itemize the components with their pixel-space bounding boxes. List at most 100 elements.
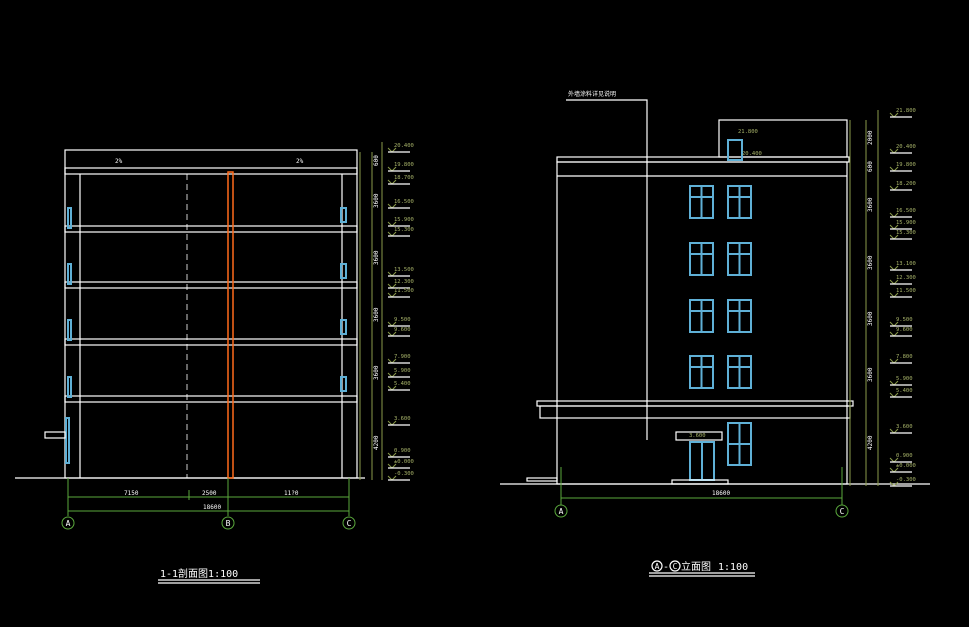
level-mark: 9.600 (889, 327, 913, 337)
window (727, 299, 752, 333)
level-label: 9.600 (394, 327, 411, 333)
level-mark: 20.400 (889, 144, 916, 154)
axis-bubble-b: B (221, 516, 235, 530)
level-label: 3.600 (896, 424, 913, 430)
level-mark: 13.100 (889, 261, 916, 271)
story-dim-label: 600 (373, 155, 380, 166)
svg-text:A: A (559, 507, 564, 516)
level-label: 20.400 (896, 144, 916, 150)
level-mark: 18.700 (387, 175, 414, 185)
window (689, 299, 714, 333)
floor-slabs (64, 167, 358, 403)
level-label: 0.900 (394, 448, 411, 454)
level-mark: 13.500 (387, 267, 414, 277)
level-label: 9.500 (394, 317, 411, 323)
svg-text:1:100: 1:100 (718, 562, 748, 573)
level-mark: 3.600 (889, 424, 913, 434)
level-label: 5.400 (394, 381, 411, 387)
level-label: 5.900 (394, 368, 411, 374)
dim-label: 2500 (202, 490, 217, 497)
level-mark: 19.800 (387, 162, 414, 172)
level-label: ±0.000 (896, 463, 916, 469)
level-mark: -0.300 (387, 471, 414, 481)
story-dim-label: 2000 (867, 130, 874, 145)
dim-label: 11?0 (284, 490, 299, 497)
level-mark: 9.600 (387, 327, 411, 337)
level-label: 20.400 (394, 143, 414, 149)
level-label: 12.300 (896, 275, 916, 281)
level-label: ±0.000 (394, 459, 414, 465)
elevation-title: A - C 立面图 1:100 (649, 560, 755, 577)
story-dim-label: 3600 (867, 255, 874, 270)
dim-label: 7150 (124, 490, 139, 497)
facade-note: 外墙涂料详见说明 (568, 90, 616, 98)
level-mark: 9.500 (387, 317, 411, 327)
structural-column (227, 171, 234, 479)
section-windows-right (340, 207, 347, 392)
level-mark: 15.900 (889, 220, 916, 230)
entrance-steps (671, 479, 729, 485)
level-mark: ±0.000 (889, 463, 916, 473)
level-mark: 15.300 (889, 230, 916, 240)
axis-bubble-c: C (342, 516, 356, 530)
axis-bubble-a: A (61, 516, 75, 530)
svg-text:A: A (66, 519, 71, 528)
section-windows-left (65, 207, 72, 464)
stair-level: 21.800 (738, 129, 758, 135)
level-label: 0.900 (896, 453, 913, 459)
window (689, 185, 714, 219)
level-label: -0.300 (394, 471, 414, 477)
axis-bubble-c: C (835, 504, 849, 518)
entrance-canopy (675, 431, 723, 441)
roof-slope-right: 2% (296, 158, 304, 165)
window (727, 355, 752, 389)
story-dim-label: 3600 (867, 367, 874, 382)
svg-text:-: - (663, 562, 669, 573)
level-label: 16.500 (394, 199, 414, 205)
level-label: 18.700 (394, 175, 414, 181)
level-label: 7.900 (394, 354, 411, 360)
story-dim-label: 3600 (373, 193, 380, 208)
stair-level: 20.400 (742, 151, 762, 157)
level-label: 11.500 (896, 288, 916, 294)
entrance-step (44, 431, 66, 439)
level-mark: 16.500 (387, 199, 414, 209)
svg-text:C: C (347, 519, 352, 528)
svg-text:B: B (226, 519, 231, 528)
section-drawing: 2% 2% 7150 2500 11?0 18600 A B C 1-1剖面图1… (15, 142, 414, 584)
total-dim-label: 18600 (712, 490, 730, 497)
level-label: -0.300 (896, 477, 916, 483)
svg-text:C: C (840, 507, 845, 516)
level-mark: 11.500 (387, 288, 414, 298)
level-mark: 7.800 (889, 354, 913, 364)
note-leader (566, 99, 648, 440)
parapet (556, 156, 850, 163)
level-mark: 11.500 (889, 288, 916, 298)
axis-bubble-a: A (554, 504, 568, 518)
level-mark: 5.400 (387, 381, 411, 391)
elevation-drawing: 21.800 20.400 3.600 外墙涂料详见说明 18600 A C A… (500, 90, 930, 577)
window (727, 242, 752, 276)
svg-text:C: C (673, 562, 678, 571)
stair-house (718, 119, 848, 158)
level-label: 15.300 (896, 230, 916, 236)
level-mark: 19.800 (889, 162, 916, 172)
window (727, 422, 752, 466)
level-mark: 15.300 (387, 227, 414, 237)
level-mark: 0.900 (889, 453, 913, 463)
level-label: 3.600 (394, 416, 411, 422)
level-mark: 5.900 (387, 368, 411, 378)
level-mark: 3.600 (387, 416, 411, 426)
level-label: 15.300 (394, 227, 414, 233)
level-label: 7.800 (896, 354, 913, 360)
level-mark: 5.400 (889, 388, 913, 398)
story-dim-label: 3600 (373, 365, 380, 380)
story-dim-label: 3600 (867, 197, 874, 212)
story-dim-label: 4200 (867, 435, 874, 450)
level-mark: 0.900 (387, 448, 411, 458)
level-label: 9.600 (896, 327, 913, 333)
section-level-marks: 20.40019.80018.70016.50015.90015.30013.5… (387, 143, 414, 481)
level-label: 18.200 (896, 181, 916, 187)
